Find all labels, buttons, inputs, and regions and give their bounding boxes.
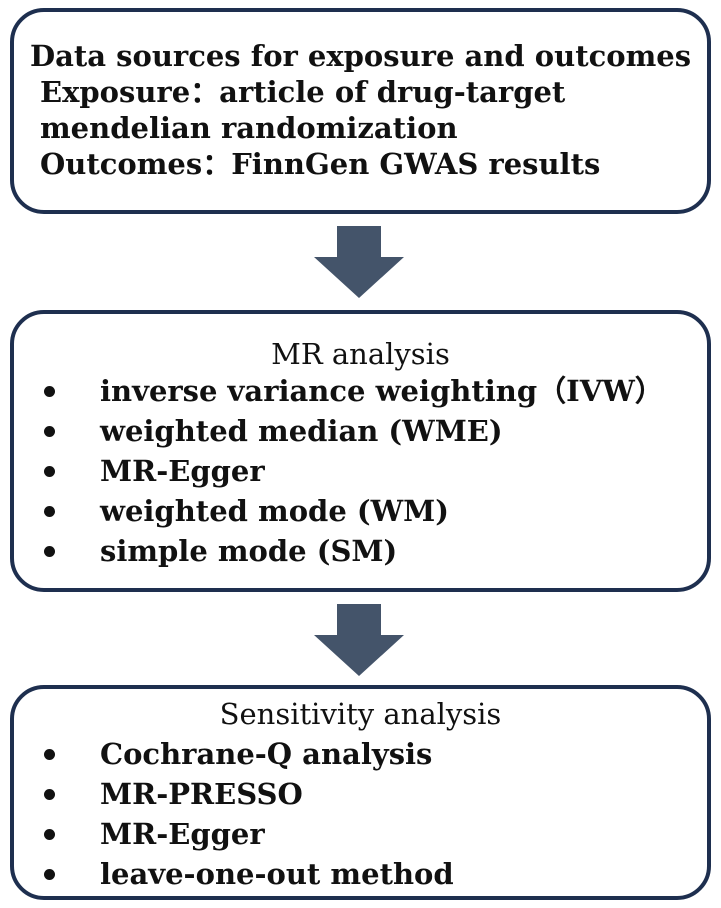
exposure-value-line2: mendelian randomization <box>40 111 458 145</box>
sensitivity-analysis-box: Sensitivity analysis Cochrane-Q analysis… <box>10 685 711 900</box>
list-item: weighted median (WME) <box>38 411 707 451</box>
mr-analysis-list: inverse variance weighting（IVW） weighted… <box>38 371 707 571</box>
outcomes-value: FinnGen GWAS results <box>231 147 601 181</box>
bullet-icon <box>44 546 55 557</box>
exposure-label: Exposure： <box>40 75 220 109</box>
data-sources-box: Data sources for exposure and outcomes E… <box>10 8 711 214</box>
list-item: MR-Egger <box>38 814 707 854</box>
list-item: simple mode (SM) <box>38 531 707 571</box>
bullet-icon <box>44 789 55 800</box>
bullet-icon <box>44 749 55 760</box>
bullet-icon <box>44 506 55 517</box>
sensitivity-analysis-list: Cochrane-Q analysis MR-PRESSO MR-Egger l… <box>38 734 707 894</box>
list-item: MR-PRESSO <box>38 774 707 814</box>
data-sources-title: Data sources for exposure and outcomes <box>29 39 692 73</box>
outcomes-label: Outcomes： <box>40 147 232 181</box>
bullet-icon <box>44 386 55 397</box>
bullet-icon <box>44 869 55 880</box>
bullet-icon <box>44 466 55 477</box>
down-arrow-icon <box>314 604 404 676</box>
list-item: inverse variance weighting（IVW） <box>38 371 707 411</box>
mr-analysis-title: MR analysis <box>271 337 450 371</box>
exposure-line: Exposure：article of drug-target <box>40 74 565 110</box>
list-item: leave-one-out method <box>38 854 707 894</box>
outcomes-line: Outcomes：FinnGen GWAS results <box>40 146 600 182</box>
list-item: MR-Egger <box>38 451 707 491</box>
bullet-icon <box>44 426 55 437</box>
bullet-icon <box>44 829 55 840</box>
mr-analysis-box: MR analysis inverse variance weighting（I… <box>10 310 711 592</box>
sensitivity-analysis-title: Sensitivity analysis <box>219 697 502 731</box>
down-arrow-icon <box>314 226 404 298</box>
list-item: Cochrane-Q analysis <box>38 734 707 774</box>
list-item: weighted mode (WM) <box>38 491 707 531</box>
exposure-value-line1: article of drug-target <box>219 75 566 109</box>
